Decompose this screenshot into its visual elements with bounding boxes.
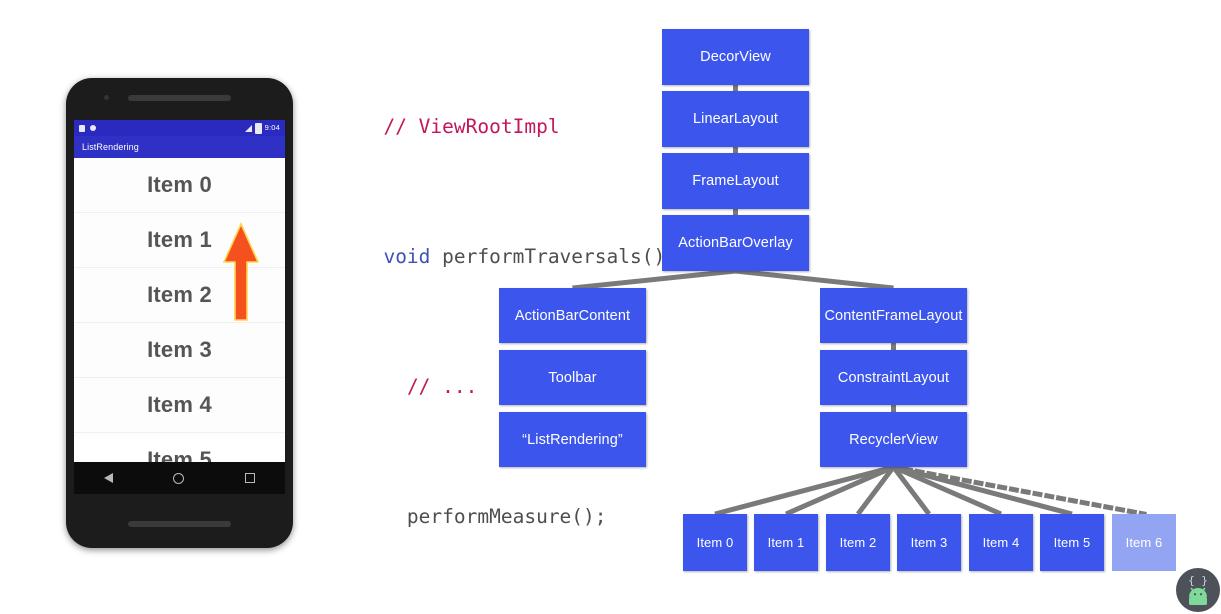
status-bar-right-icons: 9:04	[244, 122, 280, 134]
code-line: performMeasure();	[313, 478, 689, 556]
tree-node-toolbar[interactable]: Toolbar	[499, 350, 646, 405]
app-bar-title: ListRendering	[82, 142, 139, 152]
list-item-label: Item 0	[147, 172, 212, 197]
tree-node-label: ConstraintLayout	[837, 369, 950, 386]
list-item-label: Item 2	[147, 282, 212, 307]
tree-node-label: DecorView	[700, 49, 771, 65]
earpiece-speaker	[128, 95, 231, 101]
tree-node-label: Item 0	[696, 535, 734, 550]
tree-node-label: ActionBarContent	[514, 307, 631, 324]
tree-node-label: ContentFrameLayout	[824, 307, 963, 324]
code-line: // ViewRootImpl	[313, 88, 689, 166]
tree-node-item-0[interactable]: Item 0	[683, 514, 747, 571]
recycler-list[interactable]: Item 0 Item 1 Item 2 Item 3 Item 4 Item …	[74, 158, 285, 488]
tree-node-framelayout[interactable]: FrameLayout	[662, 153, 809, 209]
code-token: // ...	[406, 375, 478, 398]
tree-node-item-6[interactable]: Item 6	[1112, 514, 1176, 571]
tree-node-label: Toolbar	[548, 369, 597, 386]
code-line: // ...	[313, 348, 689, 426]
list-item[interactable]: Item 2	[74, 268, 285, 323]
list-item-label: Item 4	[147, 392, 212, 417]
list-item[interactable]: Item 1	[74, 213, 285, 268]
tree-node-contentframelayout[interactable]: ContentFrameLayout	[820, 288, 967, 343]
tree-node-label: Item 4	[982, 535, 1020, 550]
phone-top-bezel	[66, 78, 293, 120]
code-token: performMeasure();	[383, 505, 607, 528]
tree-node-item-5[interactable]: Item 5	[1040, 514, 1104, 571]
tree-node-label: Item 2	[839, 535, 877, 550]
tree-node-label: LinearLayout	[692, 111, 779, 127]
list-item[interactable]: Item 0	[74, 158, 285, 213]
tree-edge	[892, 464, 1073, 517]
list-item-label: Item 3	[147, 337, 212, 362]
wifi-icon	[244, 124, 252, 132]
tree-node-label: Item 3	[910, 535, 948, 550]
back-icon[interactable]	[104, 473, 114, 483]
bottom-speaker	[128, 521, 231, 527]
tree-node-item-4[interactable]: Item 4	[969, 514, 1033, 571]
list-item[interactable]: Item 4	[74, 378, 285, 433]
code-line: void performTraversals() {	[313, 218, 689, 296]
code-line: performLayout();	[313, 608, 689, 614]
list-item-label: Item 1	[147, 227, 212, 252]
android-status-bar: 9:04	[74, 120, 285, 136]
code-token: void	[383, 245, 431, 268]
phone-mockup: 9:04 ListRendering Item 0 Item 1 Item 2	[66, 78, 293, 548]
tree-edge	[784, 464, 895, 517]
tree-node-constraintlayout[interactable]: ConstraintLayout	[820, 350, 967, 405]
tree-node-label: RecyclerView	[849, 431, 938, 448]
tree-edge	[892, 464, 1003, 517]
tree-node-item-2[interactable]: Item 2	[826, 514, 890, 571]
app-bar: ListRendering	[74, 136, 285, 158]
tree-node-label: Item 6	[1125, 535, 1163, 550]
tree-node-label: Item 1	[767, 535, 805, 550]
front-camera-icon	[104, 95, 109, 100]
tree-edge	[891, 465, 931, 516]
tree-node-actionbarcontent[interactable]: ActionBarContent	[499, 288, 646, 343]
android-navigation-bar[interactable]	[74, 462, 285, 494]
code-token: // ViewRootImpl	[383, 115, 560, 138]
status-bar-left-icons	[79, 124, 96, 132]
tree-node-label: FrameLayout	[692, 173, 779, 189]
sim-icon	[79, 124, 85, 132]
tree-node-listrendering[interactable]: “ListRendering”	[499, 412, 646, 467]
battery-icon	[254, 122, 262, 134]
phone-screen: 9:04 ListRendering Item 0 Item 1 Item 2	[74, 120, 285, 494]
tree-node-label: Item 5	[1053, 535, 1091, 550]
tree-node-label: ActionBarOverlay	[678, 235, 793, 251]
tree-edge	[714, 464, 895, 517]
tree-edge	[735, 268, 894, 291]
tree-edge	[890, 464, 1147, 517]
list-item[interactable]: Item 3	[74, 323, 285, 378]
tree-edge	[856, 465, 896, 516]
code-token: performTraversals() {	[430, 245, 689, 268]
code-snippet: // ViewRootImpl void performTraversals()…	[313, 36, 689, 614]
home-icon[interactable]	[173, 472, 185, 484]
android-developers-logo: { }	[1176, 568, 1220, 612]
notification-dot-icon	[90, 125, 96, 131]
tree-node-decorview[interactable]: DecorView	[662, 29, 809, 85]
curly-braces-icon: { }	[1188, 573, 1208, 587]
tree-node-recyclerview[interactable]: RecyclerView	[820, 412, 967, 467]
tree-node-linearlayout[interactable]: LinearLayout	[662, 91, 809, 147]
tree-node-item-1[interactable]: Item 1	[754, 514, 818, 571]
code-token	[383, 375, 406, 398]
android-head-icon	[1189, 587, 1207, 605]
tree-node-actionbaroverlay[interactable]: ActionBarOverlay	[662, 215, 809, 271]
recents-icon[interactable]	[244, 473, 255, 483]
tree-node-item-3[interactable]: Item 3	[897, 514, 961, 571]
status-bar-clock: 9:04	[264, 123, 280, 133]
scroll-up-arrow-icon	[222, 222, 260, 321]
tree-node-label: “ListRendering”	[522, 431, 623, 448]
